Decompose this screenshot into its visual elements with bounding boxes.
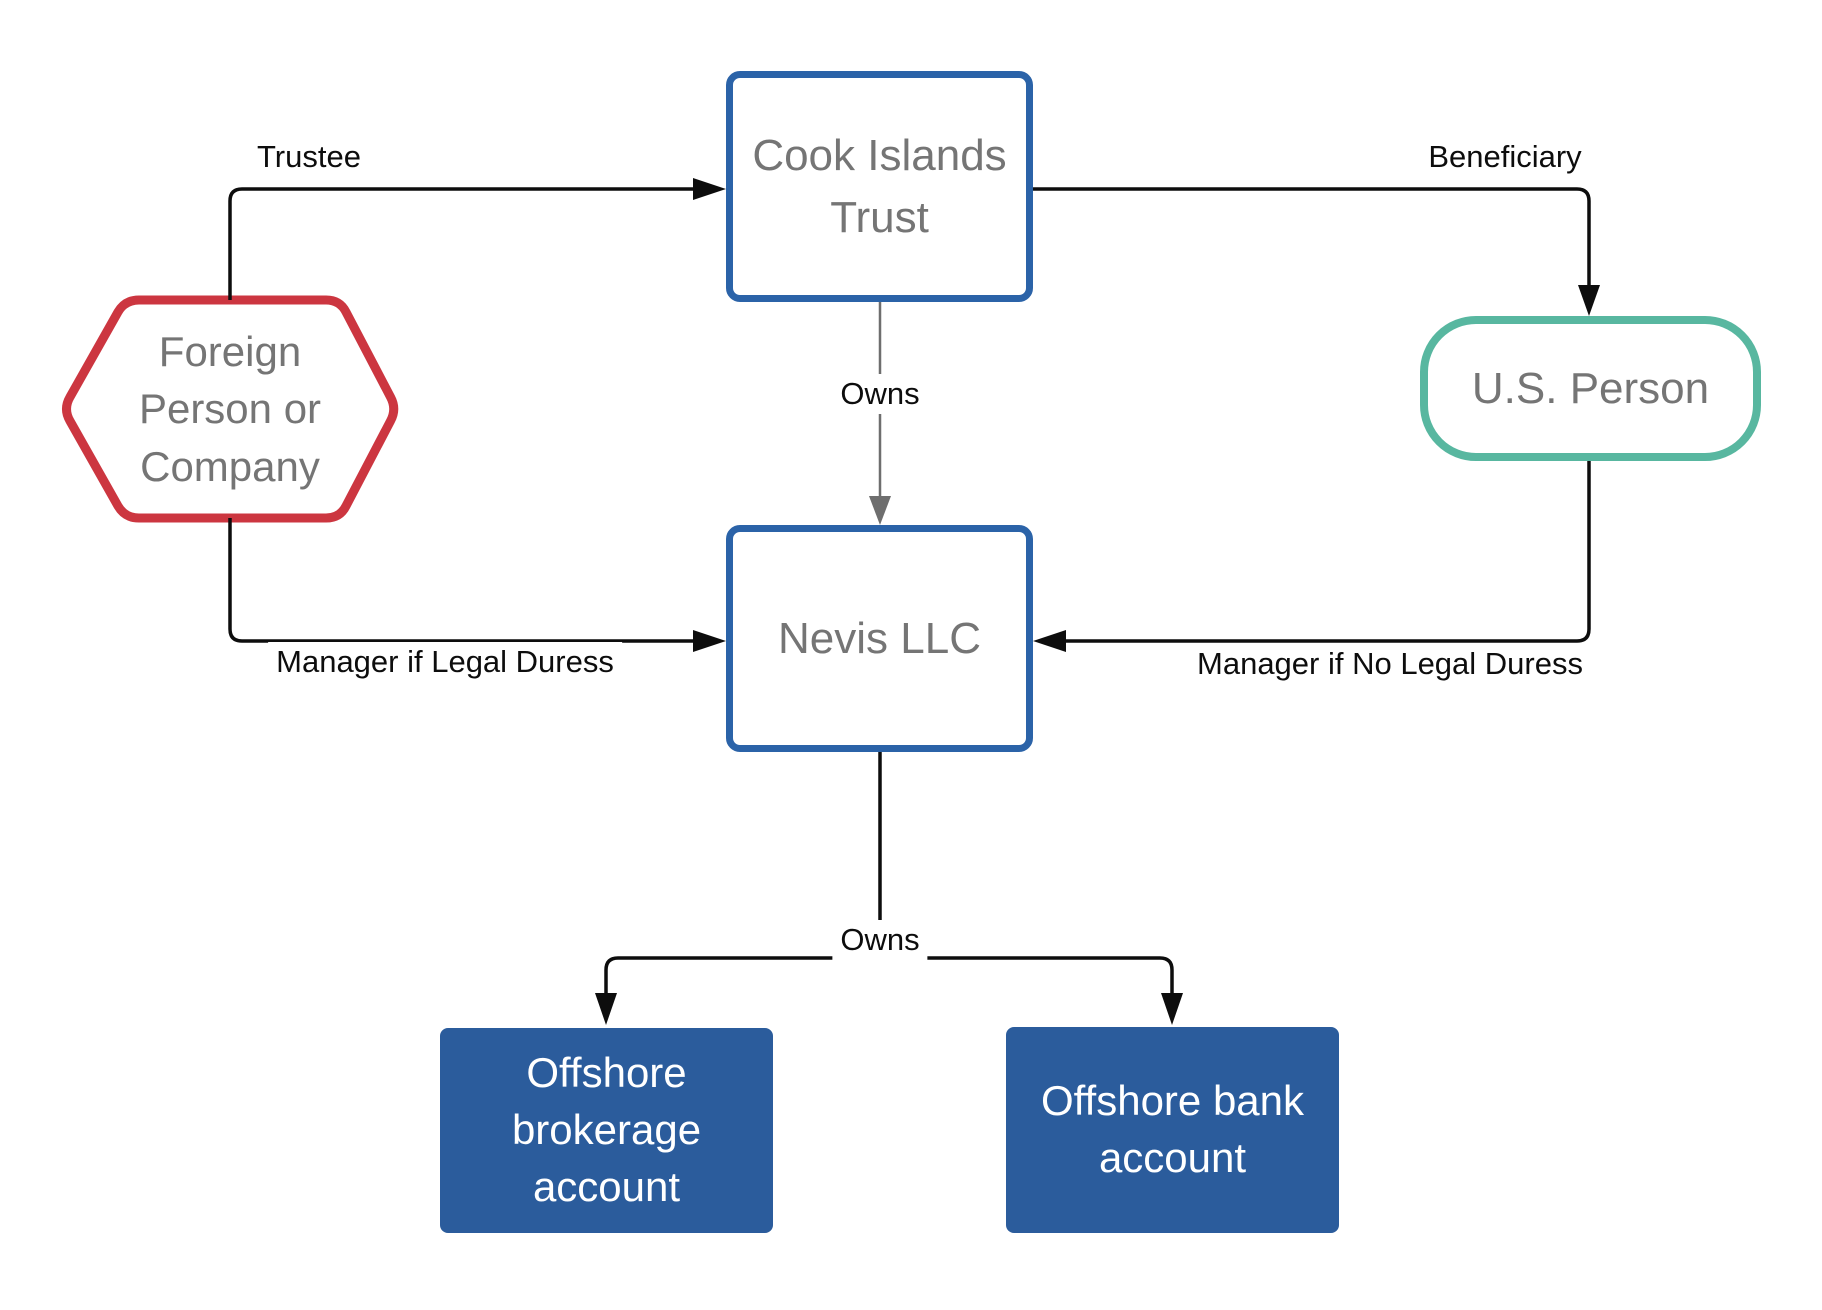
edge-manager-no-legal-line <box>1064 461 1591 643</box>
node-foreign-person[interactable]: Foreign Person or Company <box>63 300 397 518</box>
edge-beneficiary-line <box>1033 187 1591 286</box>
edge-label-manager-legal-duress: Manager if Legal Duress <box>268 642 622 682</box>
edge-owns-llc-right-arrowhead <box>1161 993 1183 1025</box>
edge-beneficiary-arrowhead <box>1578 285 1600 316</box>
hexagon-shape[interactable] <box>62 295 399 523</box>
node-offshore-brokerage[interactable]: Offshore brokerage account <box>440 1028 773 1233</box>
edge-owns-llc-right-branch <box>898 956 1174 995</box>
edge-manager-legal-line <box>228 518 695 643</box>
edge-owns-trust-arrowhead <box>869 496 891 525</box>
node-cook-islands-trust[interactable]: Cook Islands Trust <box>726 71 1033 302</box>
edge-manager-legal-arrowhead <box>693 630 726 652</box>
node-nevis-llc[interactable]: Nevis LLC <box>726 525 1033 752</box>
node-nevis-llc-label: Nevis LLC <box>778 613 981 663</box>
edge-label-beneficiary: Beneficiary <box>1420 137 1590 177</box>
node-offshore-brokerage-label: Offshore brokerage account <box>511 1049 702 1210</box>
edge-manager-no-legal-arrowhead <box>1033 630 1066 652</box>
node-foreign-person-label: Foreign Person or Company <box>138 328 322 490</box>
edge-trustee-arrowhead <box>693 178 726 200</box>
node-offshore-bank-label: Offshore bank account <box>1040 1077 1305 1181</box>
edge-label-manager-no-legal-duress: Manager if No Legal Duress <box>1189 644 1591 684</box>
node-offshore-bank[interactable]: Offshore bank account <box>1006 1027 1339 1233</box>
node-cook-islands-trust-label: Cook Islands Trust <box>752 130 1007 242</box>
edge-owns-llc-left-arrowhead <box>595 993 617 1025</box>
edge-label-owns-trust: Owns <box>832 374 928 414</box>
edge-label-trustee: Trustee <box>249 137 369 177</box>
node-us-person[interactable]: U.S. Person <box>1420 316 1761 461</box>
node-us-person-label: U.S. Person <box>1471 363 1710 413</box>
edge-label-owns-accounts: Owns <box>832 920 928 960</box>
edge-trustee-line <box>228 187 695 300</box>
edge-owns-llc-left-branch <box>604 956 862 995</box>
